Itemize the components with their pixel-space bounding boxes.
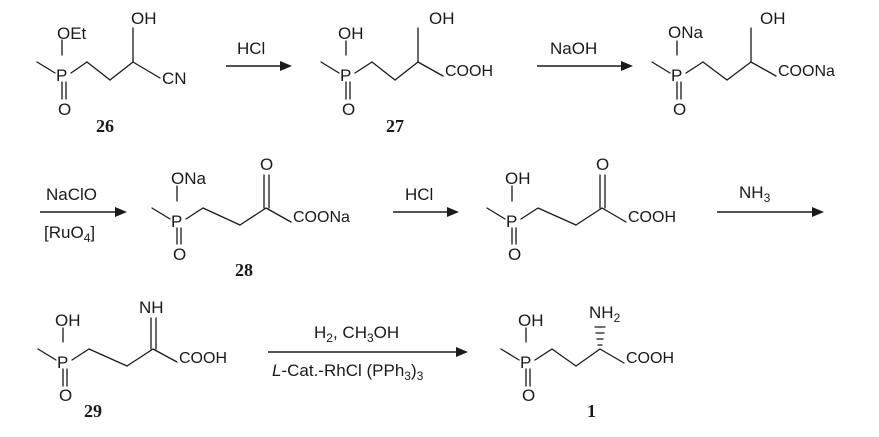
- phosphorus-label: P: [506, 212, 517, 231]
- sodium-phosphonate-label: ONa: [668, 23, 704, 42]
- phosphorus-label: P: [520, 353, 531, 372]
- hydroxyl-label: OH: [760, 9, 786, 28]
- ketone-oxygen-label: O: [260, 155, 273, 174]
- phosphorus-label: P: [56, 66, 67, 85]
- carboxylic-acid-label: COOH: [445, 63, 493, 80]
- compound-26: OEt P O OH CN 26: [36, 9, 187, 136]
- carboxylic-acid-label: COOH: [626, 350, 674, 367]
- phosphoryl-oxygen-label: O: [508, 245, 521, 264]
- compound-29: OH P O NH COOH 29: [37, 298, 227, 421]
- hashed-stereo-bond: [594, 326, 606, 346]
- hydroxyl-on-phosphorus-label: OH: [505, 169, 531, 188]
- phosphorus-label: P: [340, 66, 351, 85]
- compound-27: OH P O OH COOH 27: [320, 9, 493, 136]
- reagent-hydrogen-methanol: H2, CH3OH: [314, 323, 399, 345]
- reaction-arrow-2: NaOH: [537, 39, 633, 71]
- imine-label: NH: [139, 298, 164, 317]
- compound-number-1: 1: [587, 401, 596, 421]
- compound-number-29: 29: [84, 401, 102, 421]
- carboxylic-acid-label: COOH: [628, 209, 676, 226]
- hydroxyl-label: OH: [429, 9, 455, 28]
- reagent-hcl-2: HCl: [405, 185, 433, 204]
- phosphoryl-oxygen-label: O: [59, 386, 72, 405]
- phosphoryl-oxygen-label: O: [58, 100, 71, 119]
- reaction-arrow-1: HCl: [226, 39, 292, 71]
- phosphorus-label: P: [57, 353, 68, 372]
- phosphorus-label: P: [671, 66, 682, 85]
- reagent-hcl-1: HCl: [237, 39, 265, 58]
- compound-1: OH P O NH2 COOH 1: [500, 303, 674, 421]
- phosphorus-label: P: [171, 212, 182, 231]
- reagent-ammonia: NH3: [739, 183, 771, 205]
- compound-number-27: 27: [386, 116, 404, 136]
- hydroxyl-label: OH: [131, 9, 157, 28]
- phosphoryl-oxygen-label: O: [342, 100, 355, 119]
- reagent-naoh: NaOH: [550, 39, 597, 58]
- carboxylic-acid-label: COOH: [179, 350, 227, 367]
- hydroxyl-on-phosphorus-label: OH: [518, 311, 544, 330]
- compound-disodium-salt: ONa P O OH COONa: [651, 9, 835, 119]
- reaction-arrow-6: H2, CH3OH L-Cat.-RhCl (PPh3)3: [268, 323, 468, 383]
- amine-label: NH2: [589, 303, 621, 325]
- ethoxy-label: OEt: [57, 24, 87, 43]
- reaction-arrow-3: NaClO [RuO4]: [40, 185, 127, 245]
- sodium-carboxylate-label: COONa: [293, 209, 350, 226]
- reaction-arrow-5: NH3: [717, 183, 824, 217]
- nitrile-label: CN: [162, 69, 187, 88]
- reagent-naclo: NaClO: [46, 185, 97, 204]
- sodium-carboxylate-label: COONa: [778, 63, 835, 80]
- reagent-rhodium-catalyst: L-Cat.-RhCl (PPh3)3: [272, 361, 424, 383]
- reagent-ruthenium-tetroxide: [RuO4]: [44, 223, 95, 245]
- phosphoryl-oxygen-label: O: [673, 100, 686, 119]
- reaction-arrow-4: HCl: [393, 185, 459, 217]
- compound-28: ONa P O O COONa 28: [151, 155, 350, 280]
- compound-number-26: 26: [96, 116, 114, 136]
- compound-keto-acid: OH P O O COOH: [486, 155, 676, 264]
- sodium-phosphonate-label: ONa: [171, 169, 207, 188]
- phosphoryl-oxygen-label: O: [173, 245, 186, 264]
- phosphoryl-oxygen-label: O: [522, 386, 535, 405]
- ketone-oxygen-label: O: [596, 155, 609, 174]
- hydroxyl-on-phosphorus-label: OH: [338, 24, 364, 43]
- compound-number-28: 28: [235, 260, 253, 280]
- hydroxyl-on-phosphorus-label: OH: [55, 311, 81, 330]
